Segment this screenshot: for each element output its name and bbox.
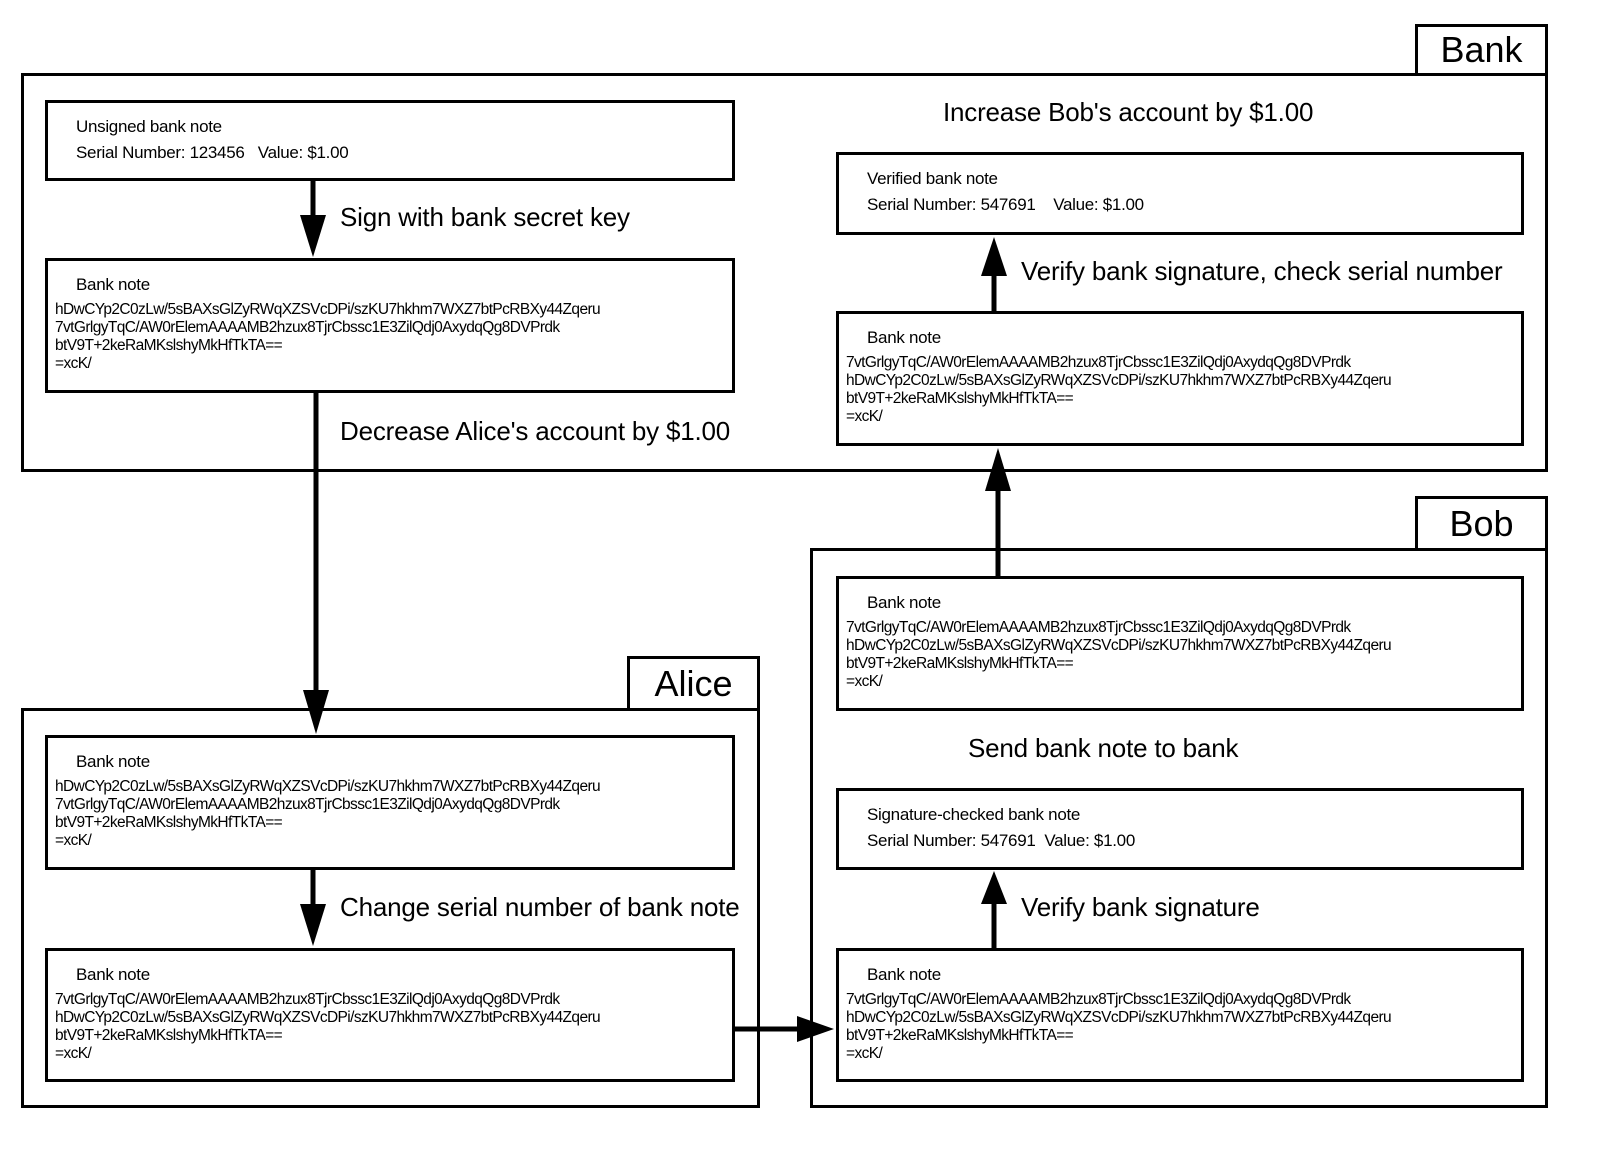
arrowhead: [981, 871, 1007, 904]
note-ciphertext: hDwCYp2C0zLw/5sBAXsGlZyRWqXZSVcDPi/szKU7…: [55, 301, 601, 372]
note-ciphertext: 7vtGrlgyTqC/AW0rElemAAAAMB2hzux8TjrCbssc…: [846, 619, 1392, 690]
note-serial: Serial Number: 547691 Value: $1.00: [867, 831, 1135, 850]
arrowhead: [985, 448, 1011, 491]
alice-region: [21, 708, 760, 1108]
bank-region-title: Bank: [1415, 24, 1548, 76]
note-ciphertext: 7vtGrlgyTqC/AW0rElemAAAAMB2hzux8TjrCbssc…: [846, 354, 1392, 425]
arrowhead: [981, 237, 1007, 276]
bank-signed-note: Bank note hDwCYp2C0zLw/5sBAXsGlZyRWqXZSV…: [45, 258, 735, 393]
note-title: Bank note: [867, 965, 941, 984]
label-change-serial: Change serial number of bank note: [340, 892, 740, 922]
label-verify: Verify bank signature: [1021, 892, 1260, 922]
label-increase: Increase Bob's account by $1.00: [943, 97, 1314, 127]
note-title: Bank note: [76, 275, 150, 294]
label-decrease: Decrease Alice's account by $1.00: [340, 416, 731, 446]
note-title: Bank note: [867, 593, 941, 612]
arrowhead: [797, 1016, 834, 1042]
note-title: Verified bank note: [867, 169, 998, 188]
note-title: Bank note: [867, 328, 941, 347]
label-send: Send bank note to bank: [968, 733, 1239, 763]
note-title: Signature-checked bank note: [867, 805, 1081, 824]
bank-received-note: Bank note 7vtGrlgyTqC/AW0rElemAAAAMB2hzu…: [836, 311, 1524, 446]
bob-region-title: Bob: [1415, 496, 1548, 551]
arrowhead: [300, 215, 326, 257]
note-ciphertext: 7vtGrlgyTqC/AW0rElemAAAAMB2hzux8TjrCbssc…: [846, 991, 1392, 1062]
note-serial: Serial Number: 123456 Value: $1.00: [76, 143, 349, 162]
arrowhead: [303, 690, 329, 734]
unsigned-bank-note: Unsigned bank note Serial Number: 123456…: [45, 100, 735, 181]
bob-sent-note: Bank note 7vtGrlgyTqC/AW0rElemAAAAMB2hzu…: [836, 576, 1524, 711]
bank-region: [21, 73, 1548, 472]
bob-region: [810, 548, 1548, 1108]
bob-received-note: Bank note 7vtGrlgyTqC/AW0rElemAAAAMB2hzu…: [836, 948, 1524, 1082]
note-ciphertext: 7vtGrlgyTqC/AW0rElemAAAAMB2hzux8TjrCbssc…: [55, 991, 601, 1062]
note-title: Bank note: [76, 752, 150, 771]
note-title: Unsigned bank note: [76, 117, 222, 136]
alice-received-note: Bank note hDwCYp2C0zLw/5sBAXsGlZyRWqXZSV…: [45, 735, 735, 870]
note-serial: Serial Number: 547691 Value: $1.00: [867, 195, 1144, 214]
note-title: Bank note: [76, 965, 150, 984]
alice-region-title: Alice: [627, 656, 760, 711]
alice-changed-note: Bank note 7vtGrlgyTqC/AW0rElemAAAAMB2hzu…: [45, 948, 735, 1082]
label-verify-check: Verify bank signature, check serial numb…: [1021, 256, 1503, 286]
verified-bank-note: Verified bank note Serial Number: 547691…: [836, 152, 1524, 235]
arrowhead: [300, 904, 326, 946]
signature-checked-note: Signature-checked bank note Serial Numbe…: [836, 788, 1524, 870]
note-ciphertext: hDwCYp2C0zLw/5sBAXsGlZyRWqXZSVcDPi/szKU7…: [55, 778, 601, 849]
label-sign: Sign with bank secret key: [340, 202, 630, 232]
